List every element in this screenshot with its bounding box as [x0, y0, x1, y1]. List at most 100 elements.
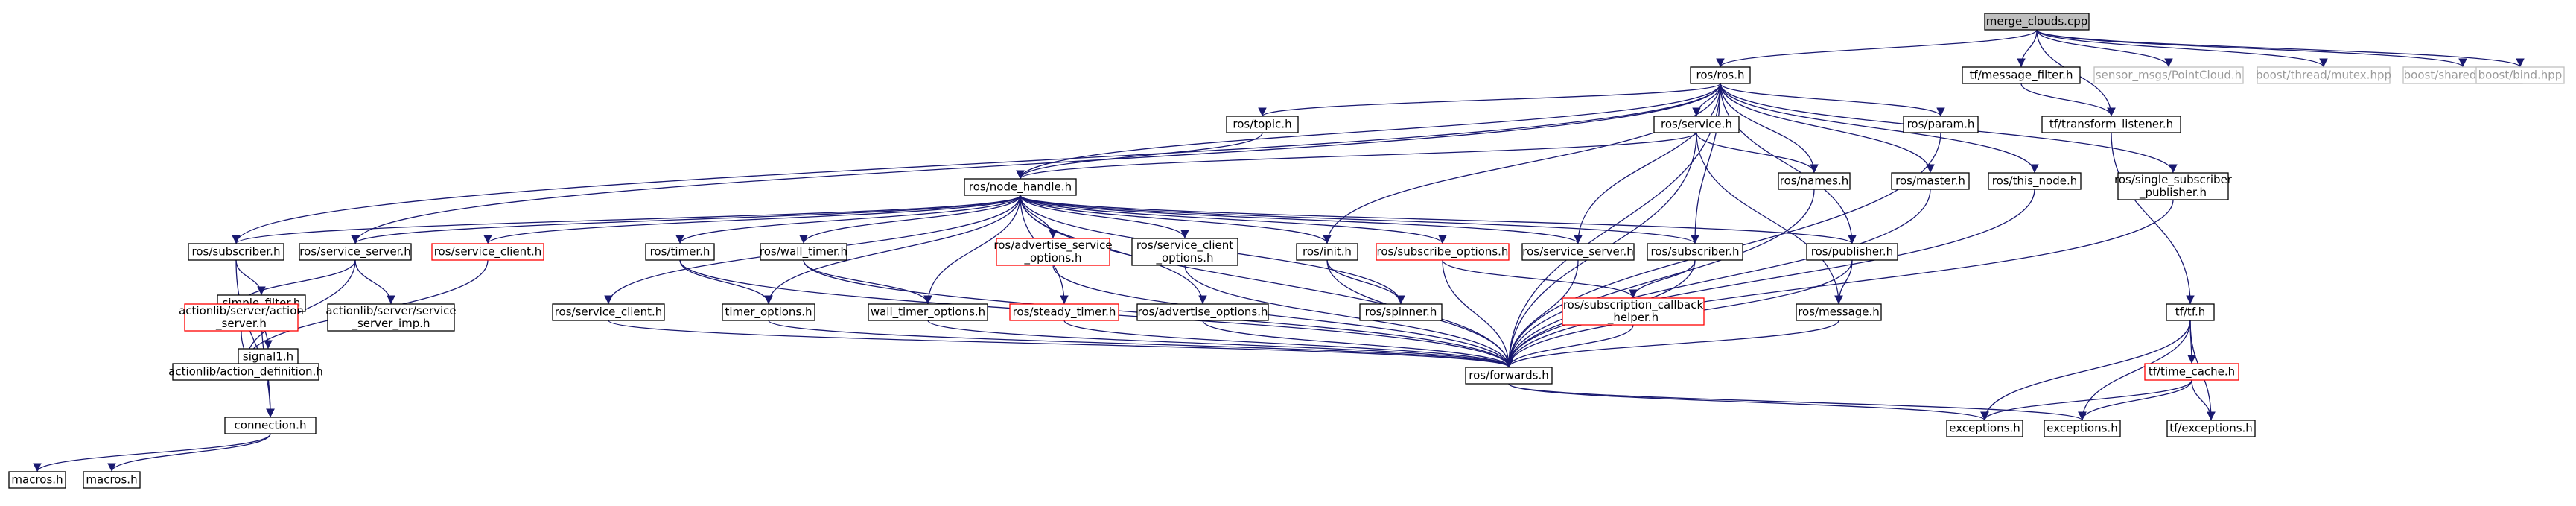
node-label: ros/service.h	[1661, 118, 1732, 131]
node-nh[interactable]: ros/node_handle.h	[964, 178, 1077, 196]
node-box	[1136, 303, 1269, 321]
node-box	[327, 303, 455, 332]
node-box	[964, 178, 1077, 196]
node-box	[1226, 116, 1299, 133]
node-tc[interactable]: tf/time_cache.h	[2144, 363, 2239, 381]
node-param[interactable]: ros/param.h	[1903, 116, 1979, 133]
edge-ao-to-fwd	[1202, 320, 1513, 368]
edge-rosh-to-topic	[1258, 83, 1721, 117]
node-asrv[interactable]: actionlib/server/action_server.h	[179, 303, 304, 332]
edge-aso-to-fwd	[1052, 265, 1513, 368]
node-box	[722, 303, 815, 321]
edge-sub-to-sf	[235, 259, 266, 296]
node-bind[interactable]: boost/bind.hpp	[2475, 66, 2565, 84]
node-conn[interactable]: connection.h	[224, 417, 317, 434]
node-wt[interactable]: ros/wall_timer.h	[760, 243, 847, 261]
node-label: ros/timer.h	[650, 245, 710, 259]
node-tfmf[interactable]: tf/message_filter.h	[1962, 66, 2081, 84]
node-msg[interactable]: ros/message.h	[1796, 303, 1882, 321]
node-aso[interactable]: ros/advertise_service_options.h	[993, 238, 1113, 266]
edge-ss2-to-fwd	[1504, 259, 1579, 368]
node-pub[interactable]: ros/publisher.h	[1806, 243, 1898, 261]
edge-nh-to-ss	[351, 195, 1021, 244]
node-box	[1562, 297, 1705, 326]
node-label: ros/service_server.h	[299, 245, 411, 259]
node-subo[interactable]: ros/subscribe_options.h	[1376, 243, 1510, 261]
node-box	[83, 471, 141, 489]
node-exc2[interactable]: exceptions.h	[2044, 420, 2121, 437]
edge-nh-to-scl	[483, 195, 1021, 244]
node-box	[1962, 66, 2081, 84]
node-label: ros/service_client.h	[555, 306, 663, 320]
node-master[interactable]: ros/master.h	[1891, 172, 1970, 190]
node-scbh[interactable]: ros/subscription_callback_helper.h	[1562, 297, 1705, 326]
node-label: tf/tf.h	[2175, 306, 2206, 319]
node-sub[interactable]: ros/subscriber.h	[188, 243, 284, 261]
node-label: ros/forwards.h	[1469, 369, 1548, 382]
node-wto[interactable]: wall_timer_options.h	[868, 303, 988, 321]
node-sub2[interactable]: ros/subscriber.h	[1647, 243, 1743, 261]
edge-sc2-to-fwd	[608, 320, 1513, 368]
edge-rosh-to-sub	[232, 83, 1721, 244]
node-merge[interactable]: merge_clouds.cpp	[1984, 13, 2090, 31]
node-label: ros/subscription_callback	[1563, 298, 1704, 312]
edge-rosh-to-names	[1720, 83, 1819, 174]
node-box	[2257, 66, 2391, 84]
node-thisnode[interactable]: ros/this_node.h	[1988, 172, 2082, 190]
node-steady[interactable]: ros/steady_timer.h	[1009, 303, 1119, 321]
node-mutex[interactable]: boost/thread/mutex.hpp	[2256, 66, 2391, 84]
node-exc1[interactable]: exceptions.h	[1946, 420, 2023, 437]
edge-subo-to-fwd	[1442, 259, 1513, 368]
node-box	[1521, 243, 1635, 261]
edge-pub-to-msg	[1834, 259, 1853, 305]
edge-timer-to-to	[679, 259, 773, 305]
node-sc2[interactable]: ros/service_client.h	[552, 303, 665, 321]
node-sig1[interactable]: signal1.h	[238, 348, 299, 366]
edge-nh-to-ss2	[1020, 195, 1583, 244]
node-label: exceptions.h	[1949, 422, 2020, 435]
node-scl[interactable]: ros/service_client.h	[431, 243, 544, 261]
node-label: ros/subscriber.h	[1651, 245, 1740, 259]
node-ao[interactable]: ros/advertise_options.h	[1136, 303, 1269, 321]
node-service[interactable]: ros/service.h	[1653, 116, 1740, 133]
node-label: _helper.h	[1607, 311, 1659, 325]
node-label: macros.h	[11, 473, 63, 487]
edge-names-to-fwd	[1504, 189, 1815, 368]
node-spinner[interactable]: ros/spinner.h	[1359, 303, 1443, 321]
node-mac1[interactable]: macros.h	[8, 471, 66, 489]
node-init[interactable]: ros/init.h	[1296, 243, 1358, 261]
edge-rosh-to-init	[1323, 83, 1721, 244]
node-tfexc[interactable]: tf/exceptions.h	[2166, 420, 2256, 437]
edge-tc-to-tfexc	[2191, 379, 2216, 421]
node-label: boost/bind.hpp	[2478, 69, 2563, 82]
node-label: ros/publisher.h	[1811, 245, 1893, 259]
node-rosh[interactable]: ros/ros.h	[1690, 66, 1751, 84]
node-asimp[interactable]: actionlib/server/service_server_imp.h	[325, 303, 457, 332]
edge-sub2-to-scbh	[1629, 259, 1696, 299]
node-box	[1946, 420, 2023, 437]
node-ss[interactable]: ros/service_server.h	[299, 243, 412, 261]
edge-service-to-msg	[1696, 132, 1843, 305]
edge-subo-to-scbh	[1442, 259, 1638, 299]
node-ssp[interactable]: ros/single_subscriber_publisher.h	[2114, 172, 2233, 200]
node-fwd[interactable]: ros/forwards.h	[1465, 367, 1553, 385]
node-box	[1988, 172, 2082, 190]
node-topic[interactable]: ros/topic.h	[1226, 116, 1299, 133]
node-label: actionlib/server/service	[325, 304, 456, 317]
node-timer[interactable]: ros/timer.h	[645, 243, 715, 261]
node-label: ros/node_handle.h	[969, 180, 1072, 195]
node-pc[interactable]: sensor_msgs/PointCloud.h	[2093, 66, 2244, 84]
edge-tfh-to-exc1	[1980, 320, 2191, 421]
node-ss2[interactable]: ros/service_server.h	[1521, 243, 1635, 261]
edge-nh-to-init	[1020, 195, 1332, 244]
edge-service-to-names	[1696, 132, 1819, 174]
node-names[interactable]: ros/names.h	[1778, 172, 1851, 190]
node-sco[interactable]: ros/service_client_options.h	[1131, 238, 1238, 266]
node-tfl[interactable]: tf/transform_listener.h	[2041, 116, 2181, 133]
node-tfh[interactable]: tf/tf.h	[2166, 303, 2215, 321]
node-label: _server.h	[215, 317, 267, 331]
node-aldef[interactable]: actionlib/action_definition.h	[168, 363, 323, 381]
node-mac2[interactable]: macros.h	[83, 471, 141, 489]
edge-rosh-to-ss	[351, 83, 1721, 244]
node-to[interactable]: timer_options.h	[722, 303, 815, 321]
